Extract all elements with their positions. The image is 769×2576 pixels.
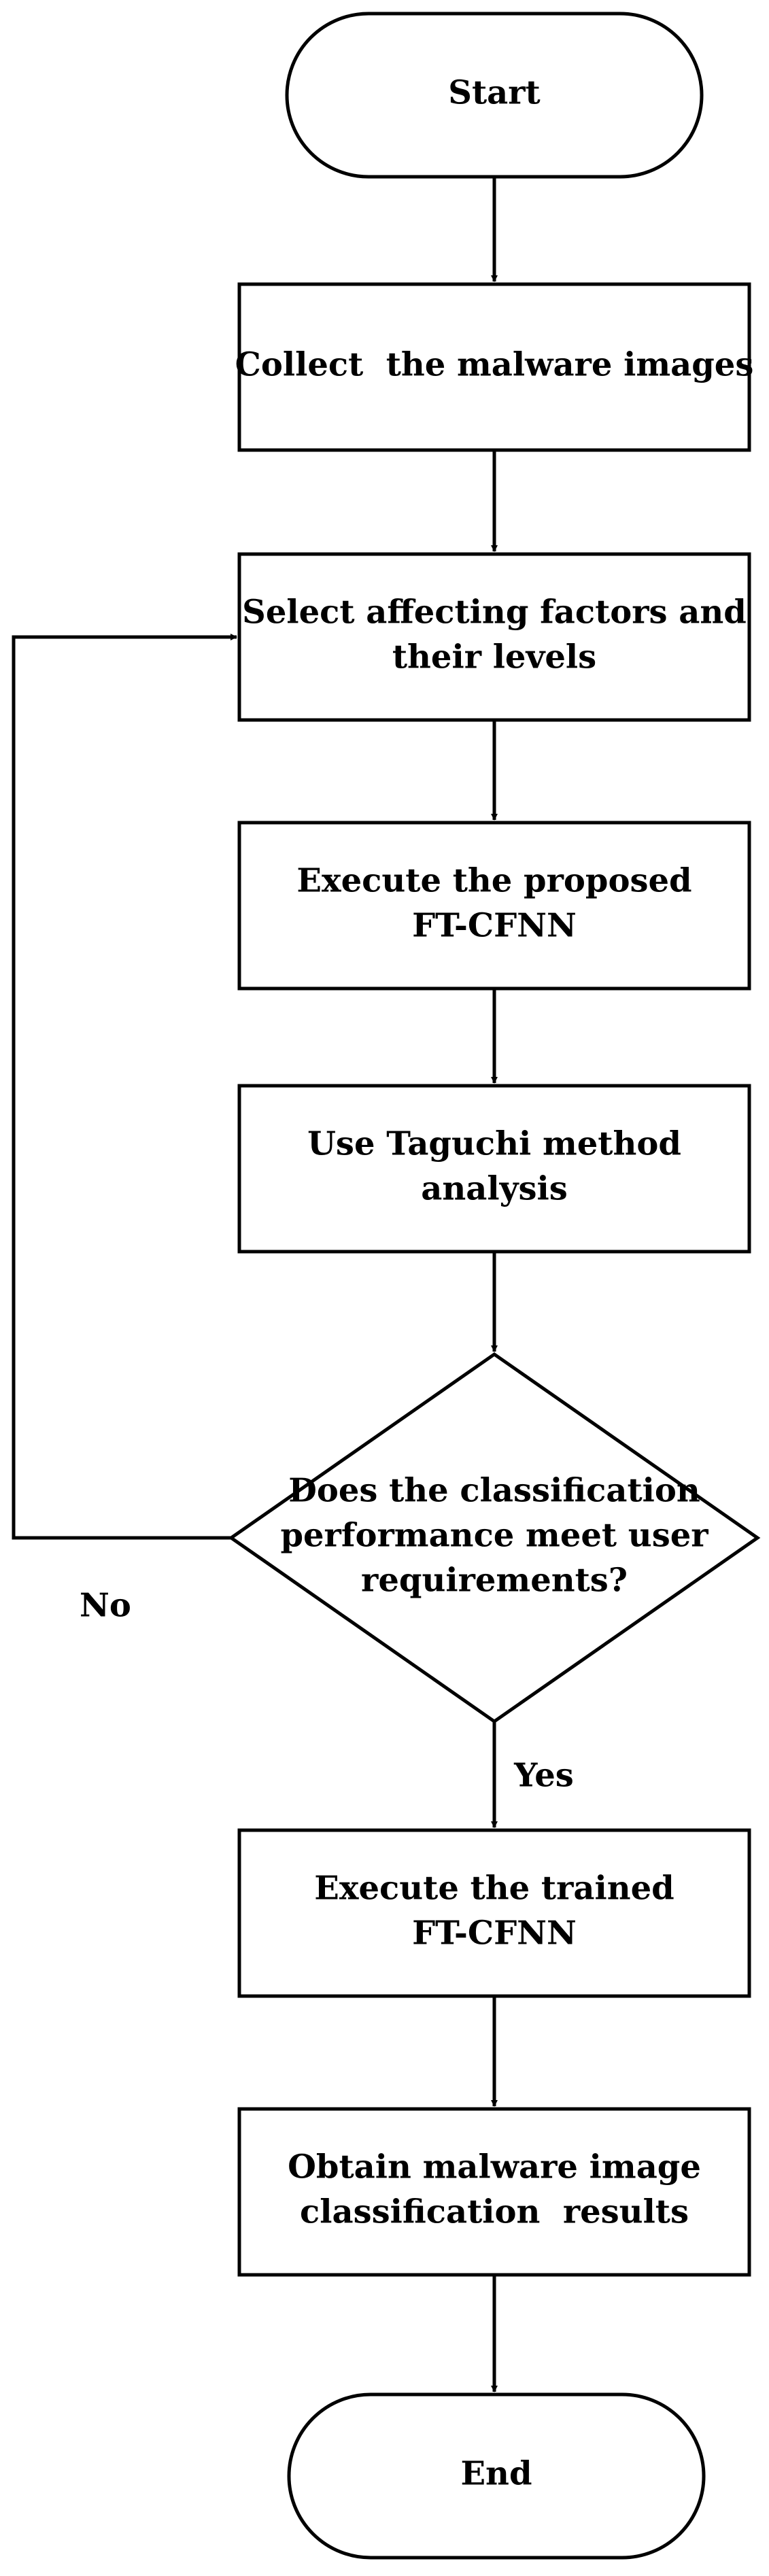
obtain-process-box: [237, 2107, 751, 2277]
node-end: End: [287, 2392, 706, 2560]
edge-label-no: No: [80, 1587, 131, 1625]
select-process-box: [237, 552, 751, 722]
collect-label-line-1: Collect the malware images: [235, 346, 754, 384]
decision-label-line-2: performance meet user: [280, 1517, 708, 1555]
edge-label-yes: Yes: [513, 1757, 574, 1795]
execute-trained-process-box: [237, 1828, 751, 1998]
node-taguchi: Use Taguchi method analysis: [237, 1084, 751, 1254]
decision-diamond-shape: [228, 1352, 761, 1724]
execute-trained-label-line-2: FT-CFNN: [412, 1914, 577, 1953]
obtain-label-line-1: Obtain malware image: [288, 2148, 701, 2186]
node-decision: Does the classification performance meet …: [228, 1352, 761, 1724]
select-label-line-2: their levels: [392, 638, 596, 676]
node-obtain: Obtain malware image classification resul…: [237, 2107, 751, 2277]
collect-process-box: [237, 282, 751, 452]
start-terminal-shape: [285, 12, 704, 179]
start-label-line-1: Start: [448, 74, 540, 112]
taguchi-label-line-1: Use Taguchi method: [307, 1125, 681, 1163]
execute-proposed-label-line-1: Execute the proposed: [296, 862, 691, 900]
obtain-label-line-2: classification results: [300, 2193, 689, 2231]
node-select: Select affecting factors and their levels: [237, 552, 751, 722]
select-label-line-1: Select affecting factors and: [242, 594, 747, 632]
edge-decision-to-select: [12, 634, 237, 1540]
decision-label-line-1: Does the classification: [288, 1472, 700, 1510]
execute-proposed-label-line-2: FT-CFNN: [412, 907, 577, 945]
node-start: Start: [285, 12, 704, 179]
execute-proposed-process-box: [237, 821, 751, 991]
node-collect: Collect the malware images: [235, 282, 754, 452]
decision-label-line-3: requirements?: [361, 1562, 628, 1600]
execute-trained-label-line-1: Execute the trained: [314, 1870, 674, 1908]
end-label-line-1: End: [460, 2455, 532, 2493]
taguchi-process-box: [237, 1084, 751, 1254]
edges-layer: [12, 177, 498, 2392]
taguchi-label-line-2: analysis: [421, 1170, 568, 1208]
end-terminal-shape: [287, 2392, 706, 2560]
